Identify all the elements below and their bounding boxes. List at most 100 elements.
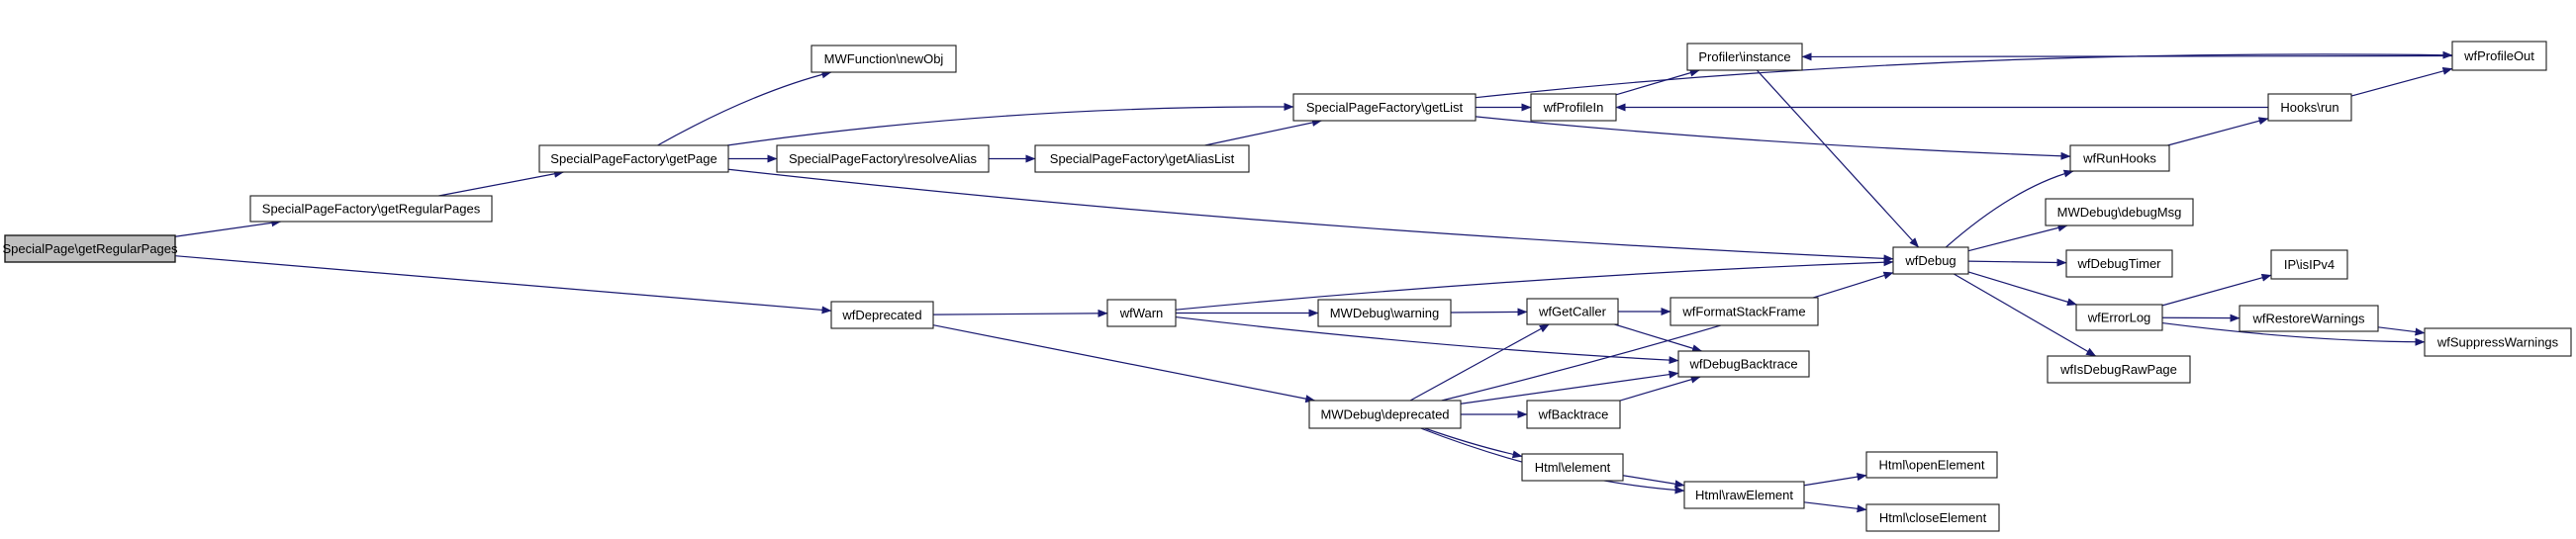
node-mwdebug_debugMsg[interactable]: MWDebug\debugMsg <box>2045 198 2194 226</box>
edge-spf_getAliasList-to-spf_getList <box>1204 119 1322 146</box>
node-label-mwfunction_newObj: MWFunction\newObj <box>824 51 944 66</box>
node-hooks_run[interactable]: Hooks\run <box>2267 93 2352 122</box>
node-wfBacktrace[interactable]: wfBacktrace <box>1526 400 1621 429</box>
node-wfDebug[interactable]: wfDebug <box>1892 246 1969 275</box>
node-label-wfFormatStackFrame: wfFormatStackFrame <box>1681 305 1805 319</box>
edge-spf_getPage-to-mwfunction_newObj <box>657 70 832 146</box>
node-box-spf_resolveAlias[interactable] <box>776 144 990 173</box>
node-box-spf_getAliasList[interactable] <box>1034 144 1250 173</box>
node-box-wfBacktrace[interactable] <box>1526 400 1621 429</box>
node-wfDebugBacktrace[interactable]: wfDebugBacktrace <box>1677 350 1810 378</box>
edge-wfProfileIn-to-profiler_instance <box>1615 68 1700 96</box>
edge-spf_getList-to-wfProfileOut <box>1475 50 2453 99</box>
node-wfDeprecated[interactable]: wfDeprecated <box>830 301 934 329</box>
node-html_closeElement[interactable]: Html\closeElement <box>1865 503 2000 532</box>
node-label-wfRestoreWarnings: wfRestoreWarnings <box>2252 312 2365 326</box>
edge-html_rawElement-to-html_closeElement <box>1803 501 1867 513</box>
node-box-wfErrorLog[interactable] <box>2075 304 2163 331</box>
edge-wfDebug-to-mwdebug_debugMsg <box>1967 224 2068 252</box>
node-wfDebugTimer[interactable]: wfDebugTimer <box>2065 249 2173 278</box>
edge-spf_getRegularPages-to-spf_getPage <box>438 169 565 197</box>
node-html_openElement[interactable]: Html\openElement <box>1865 451 1998 479</box>
node-box-wfWarn[interactable] <box>1106 299 1177 327</box>
node-wfRestoreWarnings[interactable]: wfRestoreWarnings <box>2239 305 2379 332</box>
node-box-mwdebug_deprecated[interactable] <box>1308 400 1462 429</box>
edge-wfRunHooks-to-hooks_run <box>2167 117 2269 146</box>
node-box-mwfunction_newObj[interactable] <box>811 45 957 73</box>
edge-profiler_instance-to-wfDebug <box>1756 69 1920 248</box>
node-spf_getPage[interactable]: SpecialPageFactory\getPage <box>538 144 729 173</box>
node-profiler_instance[interactable]: Profiler\instance <box>1686 43 1803 71</box>
node-label-wfBacktrace: wfBacktrace <box>1538 407 1609 422</box>
edge-html_element-to-html_rawElement <box>1622 475 1685 489</box>
node-label-wfDebugTimer: wfDebugTimer <box>2076 256 2161 271</box>
edge-wfRestoreWarnings-to-wfSuppressWarnings <box>2377 326 2426 336</box>
node-wfFormatStackFrame[interactable]: wfFormatStackFrame <box>1670 297 1819 326</box>
node-box-wfDeprecated[interactable] <box>830 301 934 329</box>
node-box-wfRestoreWarnings[interactable] <box>2239 305 2379 332</box>
node-spf_getAliasList[interactable]: SpecialPageFactory\getAliasList <box>1034 144 1250 173</box>
node-box-html_closeElement[interactable] <box>1865 503 2000 532</box>
node-box-mwdebug_warning[interactable] <box>1317 299 1452 327</box>
edge-wfBacktrace-to-wfDebugBacktrace <box>1619 375 1701 402</box>
edge-wfWarn-to-wfDebugBacktrace <box>1175 315 1679 365</box>
node-box-wfIsDebugRawPage[interactable] <box>2047 355 2191 384</box>
node-box-wfFormatStackFrame[interactable] <box>1670 297 1819 326</box>
node-spf_getRegularPages[interactable]: SpecialPageFactory\getRegularPages <box>249 195 493 223</box>
node-wfErrorLog[interactable]: wfErrorLog <box>2075 304 2163 331</box>
node-spf_getList[interactable]: SpecialPageFactory\getList <box>1292 93 1477 122</box>
edge-mwdebug_warning-to-wfGetCaller <box>1450 308 1528 316</box>
node-box-wfProfileOut[interactable] <box>2451 41 2547 71</box>
node-box-html_rawElement[interactable] <box>1683 481 1805 509</box>
node-html_element[interactable]: Html\element <box>1521 453 1624 482</box>
node-wfGetCaller[interactable]: wfGetCaller <box>1526 298 1619 325</box>
node-label-ip_isIPv4: IP\isIPv4 <box>2284 257 2335 272</box>
node-box-mwdebug_debugMsg[interactable] <box>2045 198 2194 226</box>
node-box-wfDebug[interactable] <box>1892 246 1969 275</box>
node-spf_resolveAlias[interactable]: SpecialPageFactory\resolveAlias <box>776 144 990 173</box>
node-wfProfileOut[interactable]: wfProfileOut <box>2451 41 2547 71</box>
node-mwdebug_warning[interactable]: MWDebug\warning <box>1317 299 1452 327</box>
node-box-html_element[interactable] <box>1521 453 1624 482</box>
node-label-mwdebug_deprecated: MWDebug\deprecated <box>1320 407 1449 422</box>
node-wfRunHooks[interactable]: wfRunHooks <box>2069 144 2170 172</box>
node-box-spf_getRegularPages[interactable] <box>249 195 493 223</box>
edge-wfErrorLog-to-ip_isIPv4 <box>2161 273 2272 307</box>
edge-wfWarn-to-wfDebug <box>1175 258 1894 311</box>
edge-wfDebug-to-wfErrorLog <box>1967 271 2077 307</box>
node-mwdebug_deprecated[interactable]: MWDebug\deprecated <box>1308 400 1462 429</box>
edge-wfDeprecated-to-mwdebug_deprecated <box>932 324 1316 404</box>
node-box-spf_getList[interactable] <box>1292 93 1477 122</box>
node-box-wfProfileIn[interactable] <box>1530 93 1617 122</box>
node-label-wfIsDebugRawPage: wfIsDebugRawPage <box>2059 362 2177 377</box>
node-box-wfRunHooks[interactable] <box>2069 144 2170 172</box>
node-mwfunction_newObj[interactable]: MWFunction\newObj <box>811 45 957 73</box>
node-wfWarn[interactable]: wfWarn <box>1106 299 1177 327</box>
node-label-wfSuppressWarnings: wfSuppressWarnings <box>2436 335 2559 350</box>
node-ip_isIPv4[interactable]: IP\isIPv4 <box>2270 249 2348 280</box>
node-box-html_openElement[interactable] <box>1865 451 1998 479</box>
node-label-mwdebug_warning: MWDebug\warning <box>1330 306 1440 320</box>
node-box-wfDebugBacktrace[interactable] <box>1677 350 1810 378</box>
edge-wfDebug-to-wfDebugTimer <box>1967 258 2067 267</box>
node-box-wfSuppressWarnings[interactable] <box>2424 327 2572 357</box>
node-box-wfGetCaller[interactable] <box>1526 298 1619 325</box>
node-html_rawElement[interactable]: Html\rawElement <box>1683 481 1805 509</box>
node-box-spf_getPage[interactable] <box>538 144 729 173</box>
node-label-wfProfileIn: wfProfileIn <box>1543 100 1604 115</box>
node-box-hooks_run[interactable] <box>2267 93 2352 122</box>
node-label-wfGetCaller: wfGetCaller <box>1538 305 1607 319</box>
node-wfIsDebugRawPage[interactable]: wfIsDebugRawPage <box>2047 355 2191 384</box>
node-box-ip_isIPv4[interactable] <box>2270 249 2348 280</box>
node-box-sp_getRegularPages[interactable] <box>4 234 176 263</box>
edge-wfDebug-to-wfIsDebugRawPage <box>1954 273 2097 357</box>
edge-wfGetCaller-to-wfDebugBacktrace <box>1614 323 1703 353</box>
node-label-spf_getRegularPages: SpecialPageFactory\getRegularPages <box>262 202 481 217</box>
node-box-wfDebugTimer[interactable] <box>2065 249 2173 278</box>
node-label-wfWarn: wfWarn <box>1119 306 1164 320</box>
node-wfSuppressWarnings[interactable]: wfSuppressWarnings <box>2424 327 2572 357</box>
node-sp_getRegularPages[interactable]: SpecialPage\getRegularPages <box>2 234 178 263</box>
node-box-profiler_instance[interactable] <box>1686 43 1803 71</box>
node-wfProfileIn[interactable]: wfProfileIn <box>1530 93 1617 122</box>
